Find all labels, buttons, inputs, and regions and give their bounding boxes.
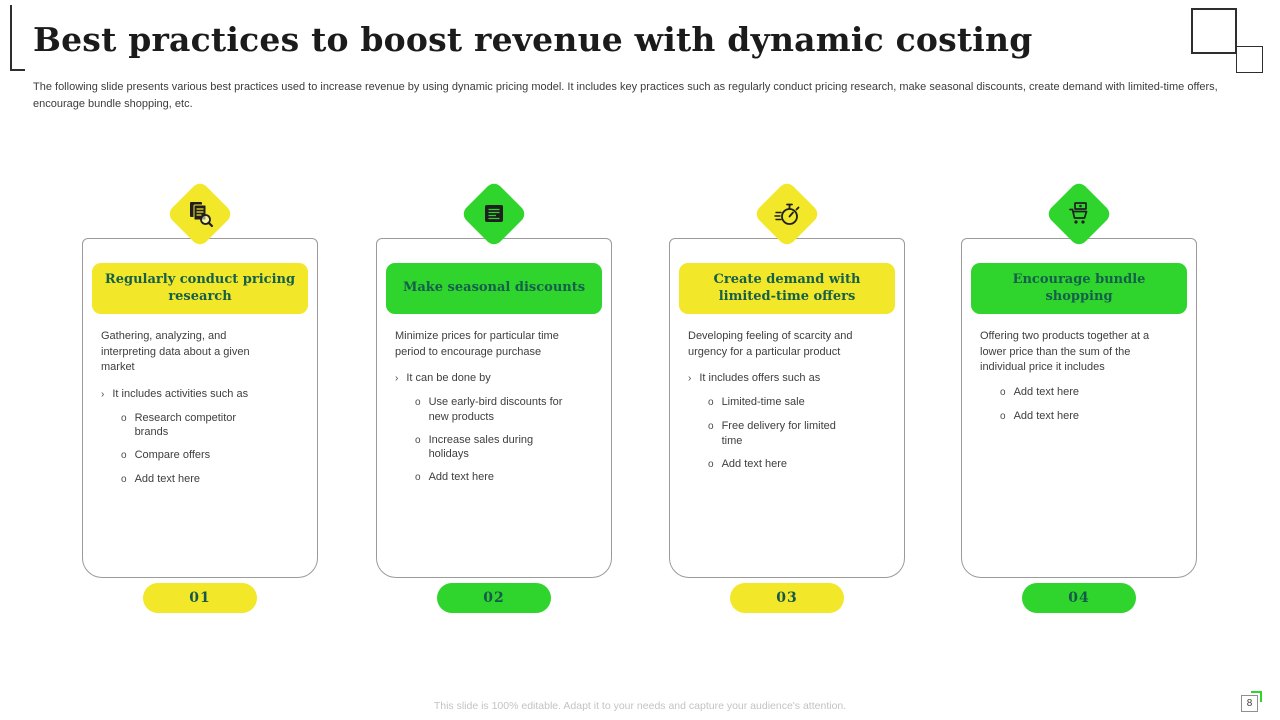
sub-bullet-marker: o [121, 411, 127, 440]
sub-bullet-marker: o [708, 395, 714, 410]
top-right-square-decoration [1236, 46, 1263, 73]
card-number-badge: 03 [730, 583, 844, 613]
sub-bullet-marker: o [1000, 409, 1006, 424]
bullet-text: It includes offers such as [699, 371, 820, 386]
sub-bullet-item: o Increase sales during holidays [415, 433, 597, 462]
footer-note: This slide is 100% editable. Adapt it to… [0, 700, 1280, 712]
page-number: 8 [1241, 695, 1258, 712]
bullet-item: › It includes activities such as [101, 387, 303, 402]
sub-bullet-text: Add text here [1014, 385, 1079, 400]
practice-card-limited-time-offers: Create demand with limited-time offers D… [669, 238, 905, 578]
card-body: Gathering, analyzing, and interpreting d… [83, 314, 317, 487]
sub-bullet-item: o Compare offers [121, 448, 303, 463]
sub-bullet-item: o Limited-time sale [708, 395, 890, 410]
bullet-marker: › [395, 371, 398, 386]
sub-bullet-text: Add text here [135, 472, 200, 487]
sub-bullet-marker: o [708, 457, 714, 472]
sub-bullet-marker: o [415, 470, 421, 485]
card-number-badge: 04 [1022, 583, 1136, 613]
sub-bullet-item: o Research competitor brands [121, 411, 303, 440]
card-title: Encourage bundle shopping [971, 263, 1187, 314]
sub-bullet-item: o Add text here [415, 470, 597, 485]
bullet-item: › It can be done by [395, 371, 597, 386]
sub-bullet-item: o Free delivery for limited time [708, 419, 890, 448]
page-title: Best practices to boost revenue with dyn… [33, 20, 1033, 59]
bullet-text: It includes activities such as [112, 387, 248, 402]
newspaper-icon [474, 194, 514, 234]
stopwatch-icon [767, 194, 807, 234]
slide-description: The following slide presents various bes… [33, 79, 1229, 112]
sub-bullet-item: o Add text here [1000, 409, 1182, 424]
sub-bullet-item: o Add text here [708, 457, 890, 472]
top-left-line-decoration [10, 69, 25, 71]
sub-bullet-text: Add text here [429, 470, 494, 485]
sub-bullet-marker: o [121, 448, 127, 463]
card-title: Create demand with limited-time offers [679, 263, 895, 314]
bullet-marker: › [688, 371, 691, 386]
bullet-item: › It includes offers such as [688, 371, 890, 386]
sub-bullet-text: Research competitor brands [135, 411, 273, 440]
sub-bullet-text: Limited-time sale [722, 395, 805, 410]
sub-bullet-text: Add text here [1014, 409, 1079, 424]
sub-bullet-text: Use early-bird discounts for new product… [429, 395, 567, 424]
card-title: Make seasonal discounts [386, 263, 602, 314]
practice-card-bundle-shopping: Encourage bundle shopping Offering two p… [961, 238, 1197, 578]
card-body: Offering two products together at a lowe… [962, 314, 1196, 424]
card-body: Minimize prices for particular time peri… [377, 314, 611, 485]
sub-bullet-text: Free delivery for limited time [722, 419, 860, 448]
card-number-badge: 01 [143, 583, 257, 613]
sub-bullet-marker: o [708, 419, 714, 448]
sub-bullet-item: o Add text here [121, 472, 303, 487]
bullet-text: It can be done by [406, 371, 490, 386]
bullet-marker: › [101, 387, 104, 402]
card-intro-text: Offering two products together at a lowe… [980, 329, 1160, 376]
practice-card-seasonal-discounts: Make seasonal discounts Minimize prices … [376, 238, 612, 578]
sub-bullet-text: Add text here [722, 457, 787, 472]
card-intro-text: Minimize prices for particular time peri… [395, 329, 575, 360]
sub-bullet-item: o Use early-bird discounts for new produ… [415, 395, 597, 424]
sub-bullet-marker: o [415, 395, 421, 424]
sub-bullet-item: o Add text here [1000, 385, 1182, 400]
card-number-badge: 02 [437, 583, 551, 613]
card-intro-text: Gathering, analyzing, and interpreting d… [101, 329, 281, 376]
practice-card-pricing-research: Regularly conduct pricing research Gathe… [82, 238, 318, 578]
sub-bullet-marker: o [121, 472, 127, 487]
top-left-line-decoration [10, 5, 12, 71]
documents-magnifier-icon [180, 194, 220, 234]
sub-bullet-marker: o [415, 433, 421, 462]
card-body: Developing feeling of scarcity and urgen… [670, 314, 904, 472]
card-intro-text: Developing feeling of scarcity and urgen… [688, 329, 868, 360]
shopping-cart-icon [1059, 194, 1099, 234]
top-right-square-decoration [1191, 8, 1237, 54]
sub-bullet-text: Compare offers [135, 448, 211, 463]
sub-bullet-marker: o [1000, 385, 1006, 400]
card-title: Regularly conduct pricing research [92, 263, 308, 314]
sub-bullet-text: Increase sales during holidays [429, 433, 567, 462]
